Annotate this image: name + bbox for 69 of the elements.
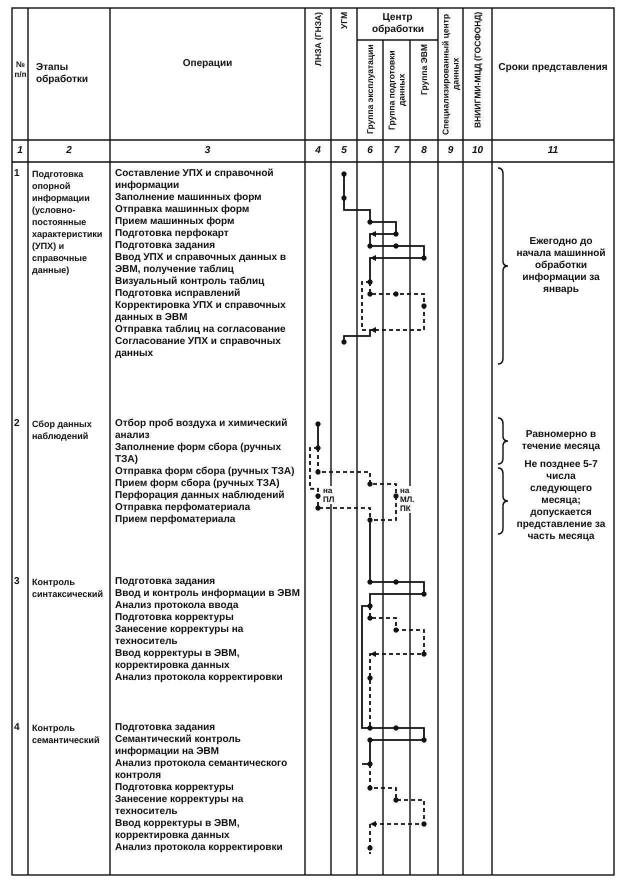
operation-text: Семантический контроль информации на ЭВМ (115, 734, 242, 758)
column-number: 6 (366, 145, 374, 157)
column-header: Группа эксплуатации (364, 44, 376, 136)
column-number: 9 (446, 145, 454, 157)
operation-text: Отправка перфоматериала (115, 502, 252, 514)
column-header: Группа подготовки данных (386, 49, 408, 132)
operation-text: Отбор проб воздуха и химический анализ (115, 418, 288, 442)
stage-name: Контроль семантический (32, 722, 100, 746)
operation-text: Ввод корректуры в ЭВМ, корректировка данных (115, 648, 240, 672)
column-number: 4 (314, 145, 322, 157)
operation-text: Ввод корректуры в ЭВМ, корректировка данных (115, 818, 240, 842)
operation-text: Заполнение форм сбора (ручных ТЗА) (115, 442, 282, 466)
operation-text: Визуальный контроль таблиц (115, 276, 266, 288)
operation-text: Подготовка задания (115, 240, 216, 252)
operation-text: Подготовка корректуры (115, 612, 235, 624)
operation-text: Анализ протокола корректировки (115, 672, 284, 684)
deadline-text: Равномерно в течение месяца (520, 429, 602, 453)
operation-text: Составление УПХ и справочной информации (115, 168, 275, 192)
column-number: 3 (204, 145, 212, 157)
column-header: Операции (182, 58, 234, 70)
row-number: 3 (14, 576, 21, 588)
operation-text: Прием форм сбора (ручных ТЗА) (115, 478, 281, 490)
stage-name: Сбор данных наблюдений (32, 418, 93, 442)
column-number: 5 (340, 145, 348, 157)
column-number: 10 (470, 145, 484, 157)
operation-text: Прием машинных форм (115, 216, 236, 228)
column-header: Группа ЭВМ (418, 44, 430, 97)
stage-name: Контроль синтаксический (32, 576, 104, 600)
column-number: 7 (392, 145, 401, 157)
column-header: ЛНЗА (ГНЗА) (312, 12, 324, 68)
flow-note: на ПЛ (322, 486, 337, 504)
operation-text: Отправка форм сбора (ручных ТЗА) (115, 466, 296, 478)
column-header: ВНИИГМИ-МЦД (ГОСФОНД) (472, 12, 484, 130)
column-header: УГМ (338, 12, 350, 32)
operation-text: Анализ протокола ввода (115, 600, 240, 612)
row-number: 2 (14, 418, 21, 430)
operation-text: Заполнение машинных форм (115, 192, 263, 204)
operation-text: Перфорация данных наблюдений (115, 490, 286, 502)
operation-text: Отправка машинных форм (115, 204, 250, 216)
operation-text: Подготовка исправлений (115, 288, 242, 300)
operation-text: Подготовка задания (115, 722, 216, 734)
column-number: 2 (65, 145, 73, 157)
column-number: 8 (420, 145, 428, 157)
operation-text: Анализ протокола корректировки (115, 842, 284, 854)
operation-text: Корректировка УПХ и справочных данных в ЭВМ (115, 300, 287, 324)
stage-name: Подготовка опорной информации (условно-постоянные характеристики (УПХ) и справочные данные) (32, 168, 104, 276)
column-header: Специализированный центр данных (440, 12, 462, 136)
operation-text: Согласование УПХ и справочных данных (115, 336, 282, 360)
column-header: Этапы обработки (36, 62, 90, 86)
deadline-text: Не позднее 5-7 числа следующего месяца; допускается представление за часть месяца (516, 459, 606, 543)
row-number: 4 (14, 722, 21, 734)
column-header: Сроки представления (498, 62, 608, 74)
column-header: № п/п (14, 60, 28, 80)
operation-text: Подготовка корректуры (115, 782, 235, 794)
operation-text: Подготовка перфокарт (115, 228, 230, 240)
operation-text: Ввод УПХ и справочных данных в ЭВМ, получение таблиц (115, 252, 288, 276)
operation-text: Занесение корректуры на техноситель (115, 624, 244, 648)
deadline-text: Ежегодно до начала машинной обработки информации за январь (515, 236, 607, 296)
operation-text: Отправка таблиц на согласование (115, 324, 287, 336)
column-number: 1 (16, 145, 24, 157)
operation-text: Занесение корректуры на техноситель (115, 794, 244, 818)
operation-text: Прием перфоматериала (115, 514, 236, 526)
flow-note: на МЛ. ПК (399, 486, 417, 513)
operation-text: Ввод и контроль информации в ЭВМ (115, 588, 301, 600)
row-number: 1 (14, 168, 21, 180)
column-number: 11 (546, 145, 560, 157)
column-header: Центр обработки (372, 12, 423, 36)
operation-text: Подготовка задания (115, 576, 216, 588)
operation-text: Анализ протокола семантического контроля (115, 758, 288, 782)
